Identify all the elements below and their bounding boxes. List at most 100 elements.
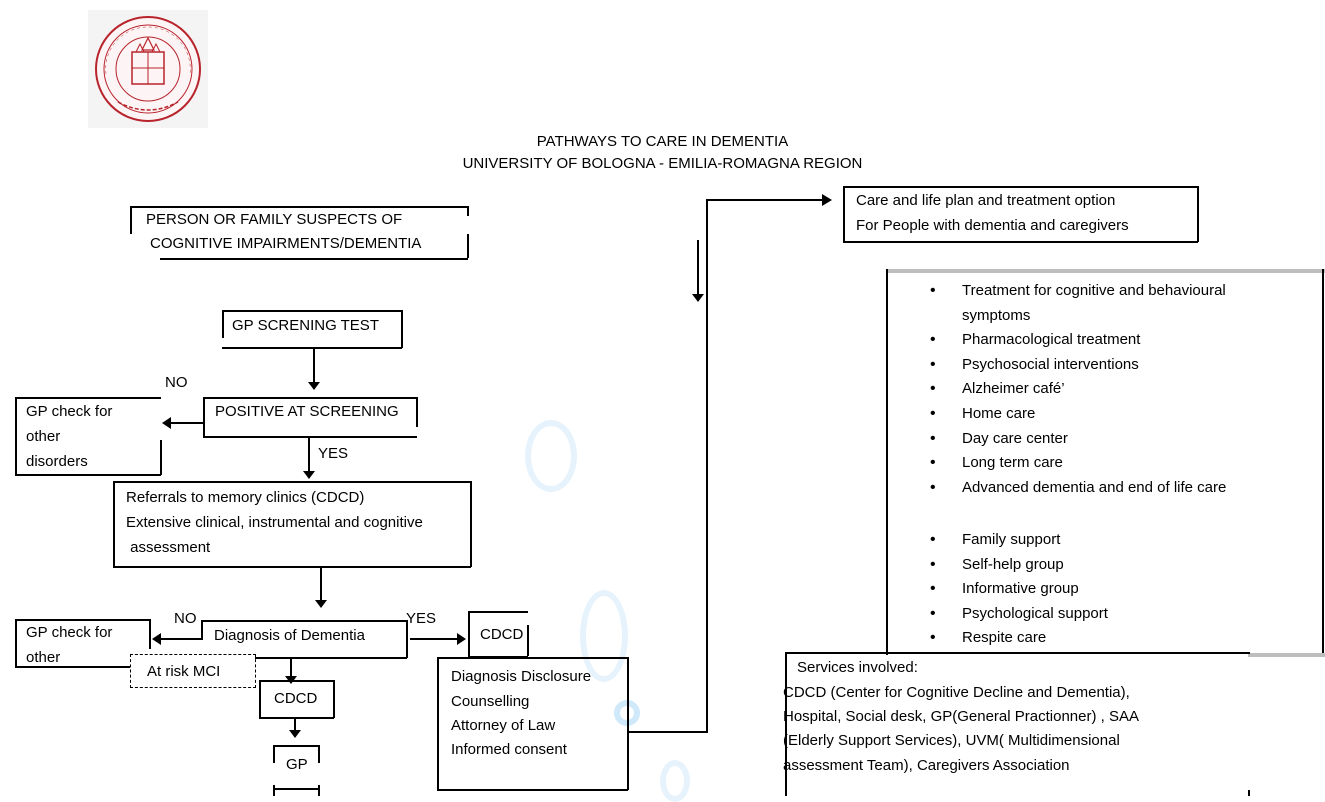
box-border <box>467 234 469 258</box>
box-border <box>627 657 629 790</box>
box-border <box>201 620 203 640</box>
box-border <box>416 397 418 427</box>
care-plan-text-2: For People with dementia and caregivers <box>856 217 1129 234</box>
arrow-head <box>303 471 315 479</box>
support-list: Family support Self-help group Informati… <box>930 528 1310 651</box>
arrow-head <box>289 730 301 738</box>
gp-check-box-text-3: disorders <box>26 453 88 470</box>
screening-box-text: GP SCRENING TEST <box>232 317 379 334</box>
watermark-mark <box>580 590 628 682</box>
referral-box-text-3: assessment <box>126 539 211 556</box>
connector-line <box>308 437 310 473</box>
box-border <box>468 611 528 613</box>
cdcd-bottom-text: CDCD <box>274 690 318 707</box>
box-border <box>470 481 472 567</box>
services-title: Services involved: <box>797 659 918 676</box>
treatment-list: Treatment for cognitive and behavioural … <box>930 279 1310 500</box>
box-border <box>160 258 468 260</box>
connector-line <box>706 199 824 201</box>
services-line-4: assessment Team), Caregivers Association <box>783 757 1070 774</box>
arrow-head <box>822 194 832 206</box>
box-border <box>401 310 403 348</box>
list-item: Psychological support <box>930 602 1310 627</box>
gp-box-text: GP <box>286 756 308 773</box>
services-line-1: CDCD (Center for Cognitive Decline and D… <box>783 684 1130 701</box>
connector-line <box>290 658 292 678</box>
services-line-2: Hospital, Social desk, GP(General Practi… <box>783 708 1139 725</box>
box-border <box>785 652 1250 654</box>
suspect-box-text-1: PERSON OR FAMILY SUSPECTS OF <box>146 211 403 228</box>
watermark-mark <box>525 420 577 492</box>
box-border <box>130 206 132 234</box>
disclosure-box-text-4: Informed consent <box>451 741 567 758</box>
at-risk-mci-box <box>130 654 256 688</box>
gp-check-box-text-2: other <box>26 428 61 445</box>
list-item: Treatment for cognitive and behavioural <box>930 279 1310 304</box>
box-border <box>222 310 224 338</box>
box-border <box>113 481 115 567</box>
connector-line <box>706 199 708 733</box>
disclosure-box-text-1: Diagnosis Disclosure <box>451 668 592 685</box>
list-item: Respite care <box>930 626 1310 651</box>
box-border <box>273 745 275 763</box>
list-item: Advanced dementia and end of life care <box>930 476 1310 501</box>
box-border <box>843 186 845 242</box>
gp-check2-box-text-1: GP check for <box>26 624 113 641</box>
arrow-head <box>308 382 320 390</box>
suspect-box-text-2: COGNITIVE IMPAIRMENTS/DEMENTIA <box>150 235 422 252</box>
list-item: Alzheimer café’ <box>930 377 1310 402</box>
box-border <box>318 785 320 796</box>
box-border <box>201 620 407 622</box>
box-border <box>259 680 334 682</box>
arrow-head <box>692 294 704 302</box>
page-subtitle: UNIVERSITY OF BOLOGNA - EMILIA-ROMAGNA R… <box>462 155 863 172</box>
box-border <box>843 241 1198 243</box>
box-border <box>113 481 471 483</box>
yes-label: YES <box>406 610 437 627</box>
box-border <box>259 680 261 718</box>
box-border <box>886 269 888 655</box>
box-border <box>273 785 275 796</box>
gp-check-box-text-1: GP check for <box>26 403 113 420</box>
university-seal <box>88 10 208 128</box>
box-border <box>113 566 471 568</box>
list-item: Family support <box>930 528 1310 553</box>
arrow-head <box>315 600 327 608</box>
box-border <box>437 789 628 791</box>
list-item: Pharmacological treatment <box>930 328 1310 353</box>
referral-box-text-2: Extensive clinical, instrumental and cog… <box>126 514 423 531</box>
box-border <box>160 440 162 475</box>
box-border <box>203 436 417 438</box>
services-line-3: (Elderly Support Services), UVM( Multidi… <box>783 732 1120 749</box>
connector-line <box>410 638 458 640</box>
arrow-head <box>457 633 466 645</box>
positive-box-text: POSITIVE AT SCREENING <box>215 403 399 420</box>
box-border <box>259 717 334 719</box>
list-item: Long term care <box>930 451 1310 476</box>
box-border <box>15 666 130 668</box>
list-item: Informative group <box>930 577 1310 602</box>
arrow-head <box>162 417 171 429</box>
box-border <box>1197 186 1199 242</box>
connector-line <box>294 719 296 731</box>
connector-line <box>313 348 315 384</box>
box-border <box>203 397 417 399</box>
connector-line <box>628 731 708 733</box>
box-border <box>255 657 407 659</box>
box-border <box>130 206 468 208</box>
box-border <box>468 656 528 658</box>
list-item: Home care <box>930 402 1310 427</box>
connector-line <box>697 240 699 298</box>
box-border <box>437 657 628 659</box>
box-border <box>468 611 470 657</box>
box-border <box>273 788 319 790</box>
box-border <box>467 206 469 216</box>
disclosure-box-text-2: Counselling <box>451 693 530 710</box>
no-label: NO <box>174 610 197 627</box>
connector-line <box>160 638 201 640</box>
page-title: PATHWAYS TO CARE IN DEMENTIA <box>536 133 789 150</box>
disclosure-box-text-3: Attorney of Law <box>451 717 556 734</box>
box-border <box>785 652 787 796</box>
box-border <box>15 397 17 475</box>
box-border <box>333 680 335 718</box>
